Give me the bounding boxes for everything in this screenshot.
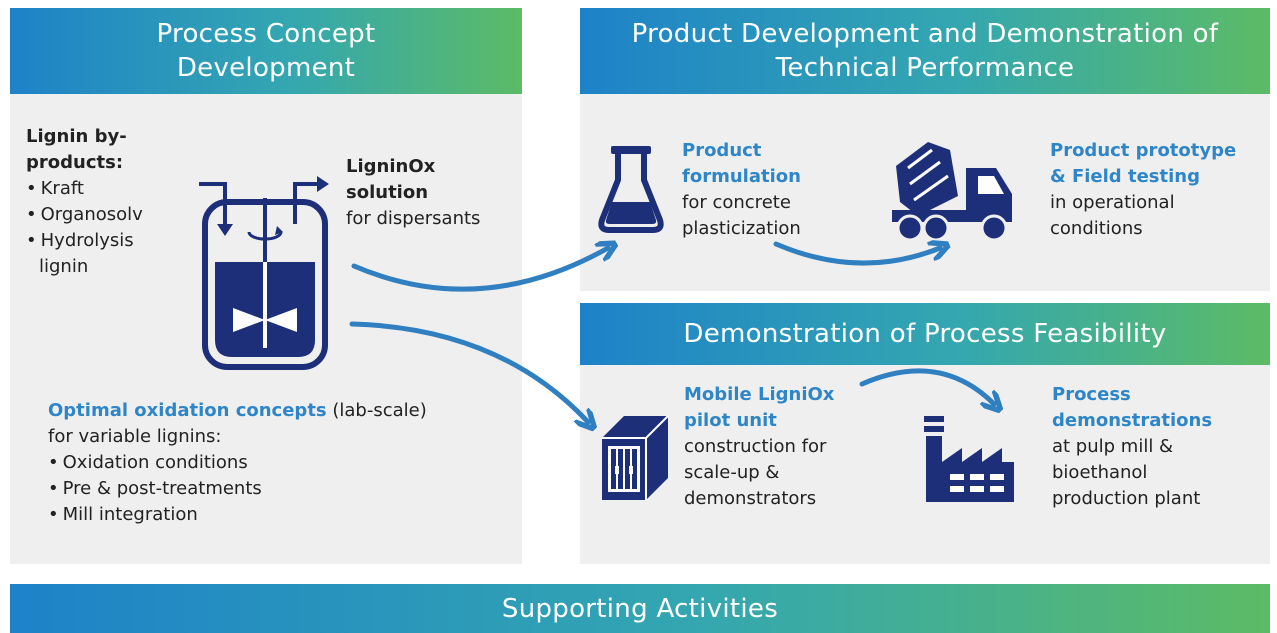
demo-line3: at pulp mill & [1052,436,1174,457]
arrow-to-product-formulation [351,248,608,292]
product-development-title-line1: Product Development and Demonstration of [631,19,1219,49]
demo-line2: demonstrations [1052,410,1213,431]
pilot-unit-block: Mobile LigniOx pilot unit construction f… [684,382,834,512]
container-unit-icon [602,415,669,500]
optimal-oxidation-block: Optimal oxidation concepts (lab-scale) f… [48,398,427,528]
pilot-line1: Mobile LigniOx [684,384,835,405]
prototype-line4: conditions [1050,218,1143,239]
lignin-list: Kraft Organosolv Hydrolysis [26,176,143,254]
arrow-pilot-to-demonstrations [859,368,994,404]
process-feasibility-panel [580,365,1270,564]
demo-line1: Process [1052,384,1131,405]
prototype-line3: in operational [1050,192,1175,213]
pilot-line2: pilot unit [684,410,777,431]
lignin-item-cont: lignin [39,256,89,277]
formulation-line4: plasticization [682,218,801,239]
pilot-line3: construction for [684,436,827,457]
arrow-to-pilot-unit [349,321,588,422]
reactor-icon [199,176,329,370]
product-development-header: Product Development and Demonstration of… [580,8,1270,94]
ligninox-solution-block: LigninOx solution for dispersants [346,154,480,232]
process-concept-title-line1: Process Concept [156,19,376,49]
lignin-byproducts-block: Lignin by- products: Kraft Organosolv Hy… [26,124,143,280]
optimal-rest: (lab-scale) [326,400,427,421]
optimal-item: Mill integration [48,502,427,528]
solution-line2: solution [346,182,429,203]
process-feasibility-header: Demonstration of Process Feasibility [580,303,1270,365]
optimal-bold: Optimal oxidation concepts [48,400,327,421]
solution-line1: LigninOx [346,156,436,177]
factory-icon [924,416,1014,502]
formulation-line1: Product [682,140,762,161]
supporting-activities-bar: Supporting Activities [10,584,1270,633]
supporting-activities-title: Supporting Activities [501,593,779,624]
product-formulation-block: Product formulation for concrete plastic… [682,138,801,242]
process-concept-header: Process Concept Development [10,8,522,94]
optimal-list: Oxidation conditions Pre & post-treatmen… [48,450,427,528]
demo-line4: bioethanol [1052,462,1148,483]
product-development-title-line2: Technical Performance [775,53,1075,83]
optimal-item: Oxidation conditions [48,450,427,476]
optimal-line2: for variable lignins: [48,426,222,447]
flask-icon [598,146,664,233]
optimal-line1: Optimal oxidation concepts (lab-scale) [48,398,427,424]
process-demonstrations-block: Process demonstrations at pulp mill & bi… [1052,382,1212,512]
product-prototype-block: Product prototype & Field testing in ope… [1050,138,1236,242]
concrete-mixer-truck-icon [892,142,1012,242]
pilot-line5: demonstrators [684,488,817,509]
demo-line5: production plant [1052,488,1201,509]
process-concept-title-line2: Development [176,53,356,83]
lignin-item: Hydrolysis [26,228,143,254]
process-feasibility-title: Demonstration of Process Feasibility [683,319,1167,349]
optimal-item: Pre & post-treatments [48,476,427,502]
formulation-line2: formulation [682,166,801,187]
lignin-item: Kraft [26,176,143,202]
lignin-title-line2: products: [26,152,124,173]
formulation-line3: for concrete [682,192,791,213]
prototype-line1: Product prototype [1050,140,1237,161]
solution-line3: for dispersants [346,208,481,229]
arrow-formulation-to-prototype [773,244,940,266]
prototype-line2: & Field testing [1050,166,1200,187]
lignin-item: Organosolv [26,202,143,228]
pilot-line4: scale-up & [684,462,780,483]
lignin-title-line1: Lignin by- [26,126,127,147]
